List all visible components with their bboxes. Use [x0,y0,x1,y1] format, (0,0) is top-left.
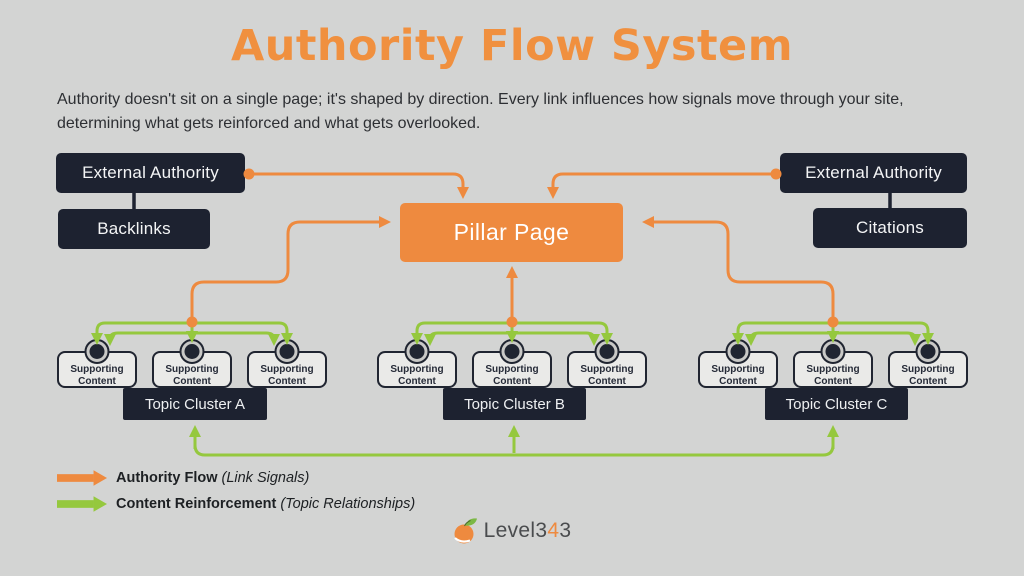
legend-term: Content Reinforcement [116,496,277,512]
link-knob-icon [725,339,751,364]
link-knob-icon [915,339,941,364]
node-label: External Authority [805,163,942,182]
node-citations: Citations [813,208,967,248]
node-label: Supporting [485,364,539,375]
node-label: Supporting [901,364,955,375]
link-knob-icon [84,339,110,364]
brand-logo: Level343 [0,516,1024,545]
node-label: Supporting [390,364,444,375]
link-knob-icon [820,339,846,364]
node-external-authority-left: External Authority [56,153,245,193]
node-topic-cluster-c: Topic Cluster C [765,388,908,420]
node-label: Citations [856,218,924,237]
node-external-authority-right: External Authority [780,153,967,193]
brand-logo-text: Level343 [484,519,572,543]
node-label: External Authority [82,163,219,182]
subtitle: Authority doesn't sit on a single page; … [57,91,904,132]
link-knob-icon [274,339,300,364]
node-label: Content [493,375,531,387]
node-pillar-page: Pillar Page [400,203,623,262]
logo-accent: 4 [547,518,560,542]
link-knob-icon [594,339,620,364]
node-label: Pillar Page [453,219,570,245]
node-label: Content [268,375,306,387]
link-knob-icon [404,339,430,364]
node-label: Supporting [70,364,124,375]
legend-detail: (Topic Relationships) [280,496,416,512]
legend-label: Content Reinforcement(Topic Relationship… [116,496,415,512]
legend-content-reinforcement: Content Reinforcement(Topic Relationship… [57,496,415,512]
link-knob-icon [179,339,205,364]
orange-fruit-icon [453,518,477,544]
page-title: Authority Flow System [230,21,794,71]
node-label: Content [719,375,757,387]
legend-label: Authority Flow(Link Signals) [116,470,309,486]
node-label: Supporting [711,364,765,375]
node-backlinks: Backlinks [58,209,210,249]
node-label: Content [588,375,626,387]
node-label: Supporting [806,364,860,375]
node-topic-cluster-b: Topic Cluster B [443,388,586,420]
node-label: Backlinks [97,219,171,238]
link-knob-icon [499,339,525,364]
node-label: Topic Cluster B [464,395,565,413]
logo-prefix: Level3 [483,518,548,542]
node-label: Content [173,375,211,387]
authority-flow-arrow-icon [57,470,107,486]
legend-authority-flow: Authority Flow(Link Signals) [57,470,309,486]
legend-term: Authority Flow [116,470,218,486]
logo-suffix: 3 [559,518,572,542]
node-topic-cluster-a: Topic Cluster A [123,388,267,420]
node-label: Supporting [165,364,219,375]
node-label: Topic Cluster C [785,395,888,413]
node-label: Content [814,375,852,387]
content-reinforcement-arrow-icon [57,496,107,512]
legend-detail: (Link Signals) [221,470,310,486]
node-label: Content [398,375,436,387]
node-label: Topic Cluster A [144,395,246,413]
node-label: Content [909,375,947,387]
node-label: Supporting [260,364,314,375]
node-label: Content [78,375,116,387]
node-label: Supporting [580,364,634,375]
